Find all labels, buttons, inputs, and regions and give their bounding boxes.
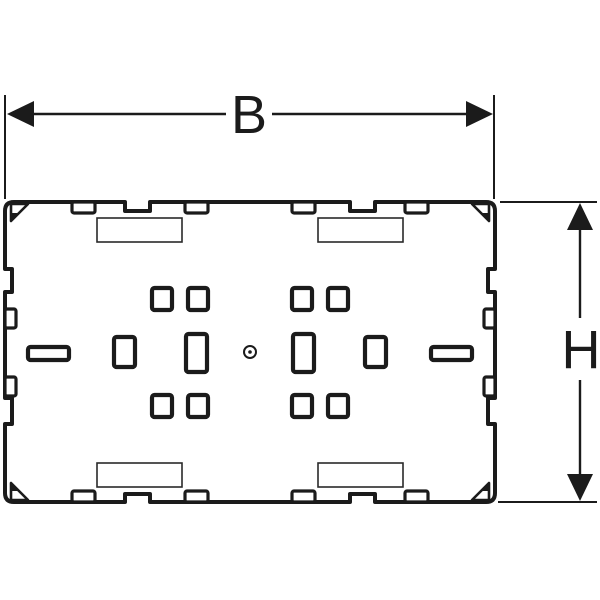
width-arrowhead-icon <box>466 101 493 127</box>
edge-tab <box>183 200 210 215</box>
height-dimension-label: H <box>562 320 600 380</box>
cutout <box>428 344 475 363</box>
edge-tab <box>70 489 97 504</box>
plate-outline-group <box>3 200 497 504</box>
edge-tab <box>482 307 497 330</box>
corner-mark-fill <box>11 483 19 491</box>
edge-tab <box>3 307 18 330</box>
cutout <box>185 392 211 420</box>
cutout <box>185 285 211 313</box>
height-arrowhead-icon <box>567 203 593 230</box>
cutout <box>325 285 351 313</box>
corner-mark-fill <box>481 213 489 221</box>
corner-mark-fill <box>11 213 19 221</box>
edge-tab <box>183 489 210 504</box>
edge-tab <box>482 375 497 398</box>
cutout <box>290 331 317 375</box>
height-arrowhead-icon <box>567 474 593 501</box>
center-point-dot <box>248 350 252 354</box>
edge-tab <box>290 200 317 215</box>
cutout <box>25 344 72 363</box>
cutout <box>289 285 315 313</box>
cutout <box>289 392 315 420</box>
edge-tab <box>3 375 18 398</box>
edge-tab <box>403 200 430 215</box>
cutout <box>183 331 210 375</box>
marking-rect <box>317 217 404 243</box>
cutout <box>325 392 351 420</box>
cutout <box>111 334 138 370</box>
cutout <box>149 285 175 313</box>
marking-rect <box>317 462 404 488</box>
corner-mark-fill <box>481 483 489 491</box>
edge-tab <box>70 200 97 215</box>
width-arrowhead-icon <box>7 101 34 127</box>
marking-rect <box>96 462 183 488</box>
edge-tab <box>403 489 430 504</box>
width-dimension <box>4 95 495 199</box>
marking-rect <box>96 217 183 243</box>
edge-tab <box>290 489 317 504</box>
width-dimension-label: B <box>231 85 267 145</box>
cutout <box>149 392 175 420</box>
cutout <box>362 334 389 370</box>
height-dimension <box>498 201 597 503</box>
center-point-ring <box>243 345 257 359</box>
